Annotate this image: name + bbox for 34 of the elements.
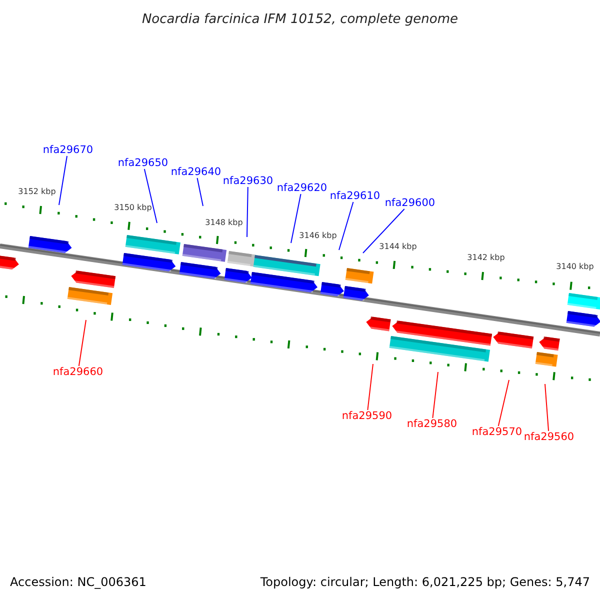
gene-label: nfa29650	[118, 157, 168, 169]
leader-line	[246, 186, 248, 238]
leader-line	[290, 194, 302, 244]
footer-text: Topology: circular; Length: 6,021,225 bp; Genes: 5,747	[260, 575, 590, 589]
gene-label: nfa29660	[52, 366, 104, 378]
leader-line	[78, 320, 86, 366]
leader-line	[432, 372, 438, 418]
gene-label: nfa29620	[276, 182, 328, 194]
gene-label: nfa29570	[472, 426, 522, 438]
leader-line	[544, 384, 550, 432]
gene-label: nfa29560	[524, 431, 574, 443]
gene-label: nfa29630	[222, 175, 274, 187]
leader-line	[58, 156, 68, 206]
gene-label: nfa29590	[342, 410, 392, 422]
scale-label: 3146 kbp	[299, 231, 337, 241]
gene-label: nfa29580	[406, 418, 458, 430]
leader-line	[498, 380, 510, 426]
title: Nocardia farcinica IFM 10152, complete genome	[140, 11, 460, 29]
gene-label: nfa29640	[170, 166, 222, 178]
leader-line	[338, 202, 354, 250]
scale-label: 3152 kbp	[18, 187, 56, 197]
leader-line	[362, 208, 405, 254]
scale-label: 3140 kbp	[556, 262, 594, 272]
leader-line	[144, 168, 158, 224]
scale-label: 3142 kbp	[467, 253, 505, 263]
footer-text: Accession: NC_006361	[10, 575, 146, 589]
leader-line	[367, 364, 374, 410]
gene-label: nfa29670	[42, 144, 94, 156]
gene-label: nfa29610	[330, 190, 380, 202]
scale-label: 3144 kbp	[379, 242, 417, 252]
leader-line	[196, 178, 204, 206]
scale-label: 3148 kbp	[205, 218, 243, 228]
scale-label: 3150 kbp	[114, 203, 152, 213]
gene-label: nfa29600	[384, 197, 436, 209]
